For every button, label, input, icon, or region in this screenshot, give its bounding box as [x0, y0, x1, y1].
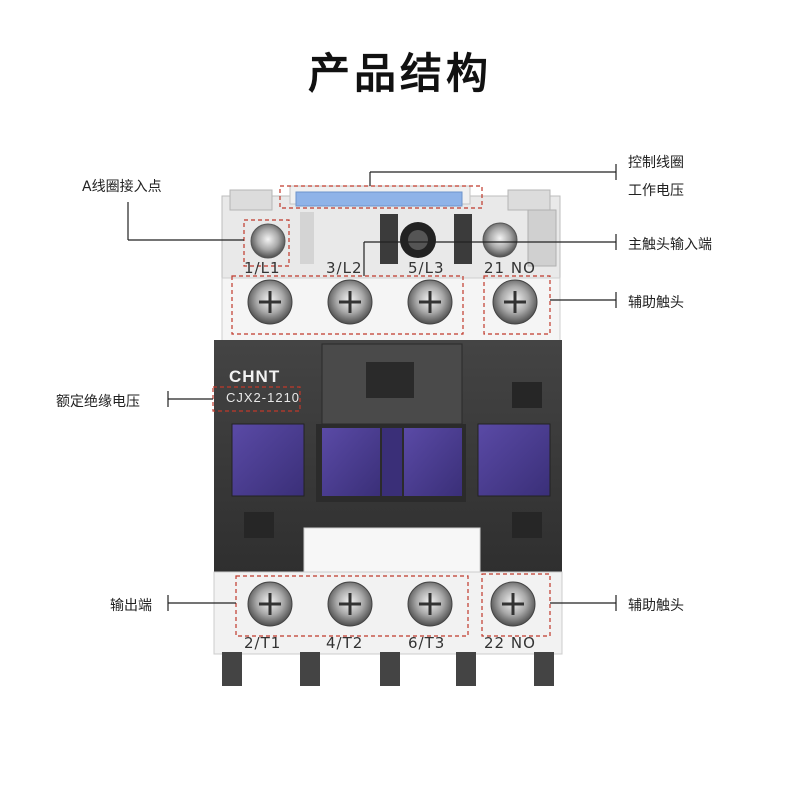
- terminal-label-4-t2: 4/T2: [326, 634, 364, 652]
- model-number: CJX2-1210: [226, 390, 301, 405]
- callout-main-input: 主触头输入端: [628, 237, 712, 253]
- callout-aux-top: 辅助触头: [628, 295, 684, 311]
- callout-output: 输出端: [110, 598, 152, 614]
- brand-logo: CHNT: [229, 367, 281, 386]
- terminal-label-21-no: 21 NO: [484, 259, 536, 277]
- terminal-label-2-t1: 2/T1: [244, 634, 282, 652]
- leader-lines: [127, 164, 617, 611]
- callout-coil-point: A线圈接入点: [82, 179, 162, 195]
- terminal-label-6-t3: 6/T3: [408, 634, 446, 652]
- bottom-housing: [213, 571, 563, 686]
- terminal-label-22-no: 22 NO: [484, 634, 536, 652]
- callout-aux-bottom: 辅助触头: [628, 598, 684, 614]
- dark-body: [214, 340, 562, 579]
- callout-coil-voltage-line2: 工作电压: [628, 183, 684, 199]
- top-housing: [221, 185, 561, 345]
- terminal-label-3-l2: 3/L2: [326, 259, 363, 277]
- callout-rated-voltage: 额定绝缘电压: [56, 394, 140, 410]
- terminal-label-1-l1: 1/L1: [244, 259, 281, 277]
- callout-coil-voltage-line1: 控制线圈: [628, 155, 684, 171]
- page-title: 产品结构: [307, 49, 492, 98]
- terminal-label-5-l3: 5/L3: [408, 259, 445, 277]
